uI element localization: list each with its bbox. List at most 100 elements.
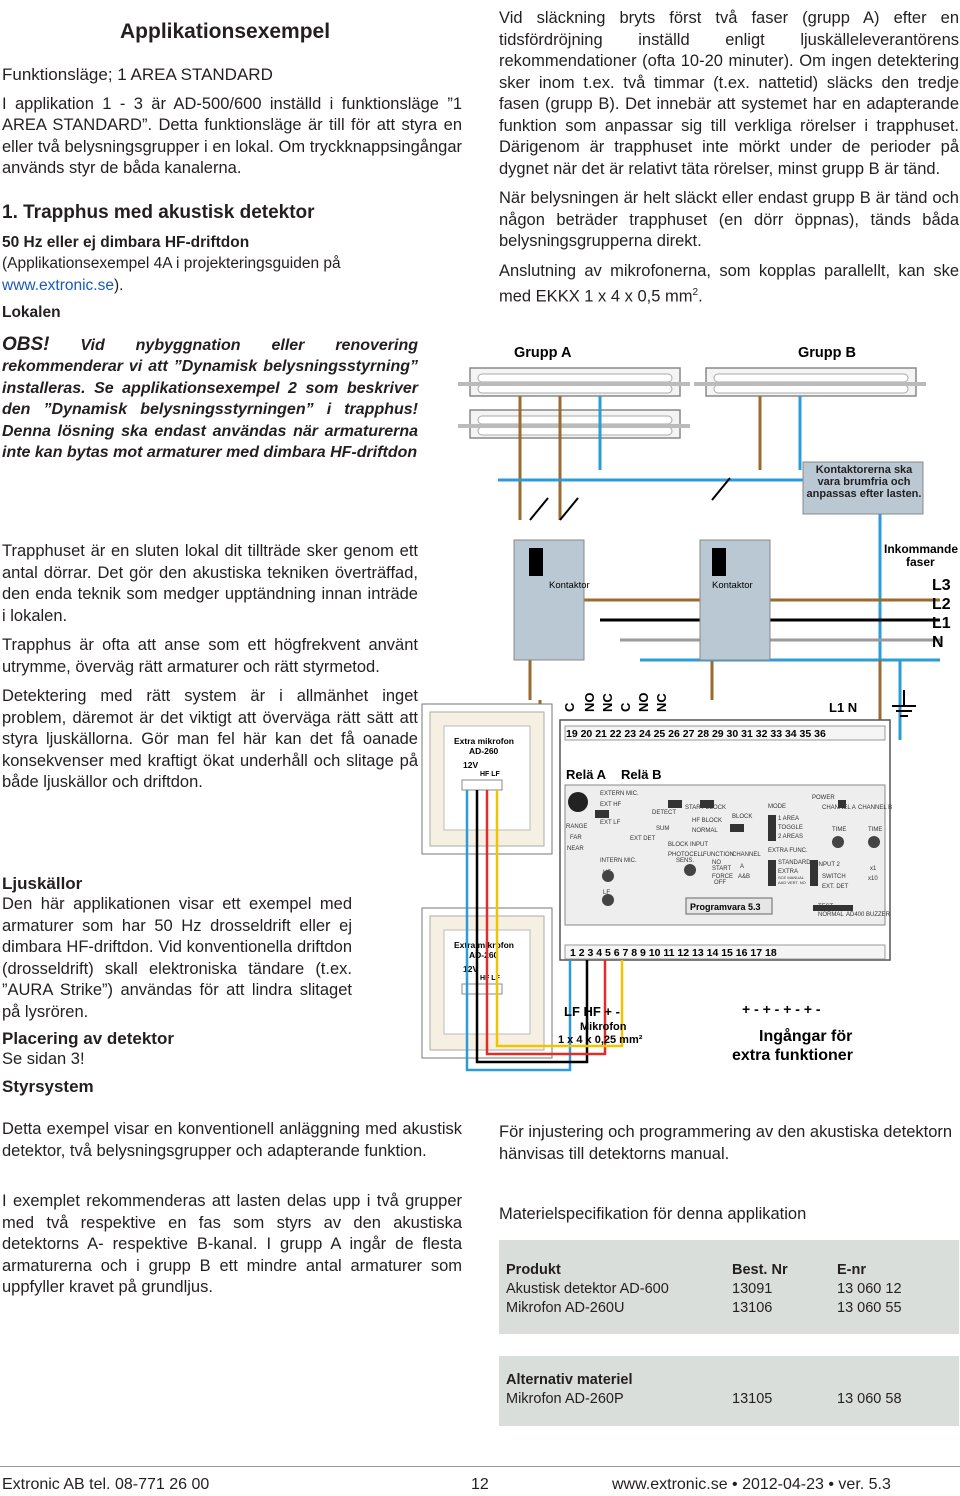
ingangar-label-2: extra funktioner	[732, 1047, 853, 1064]
pcb-potentiometers	[602, 836, 880, 906]
alternative-materiel-table: Alternativ materiel Mikrofon AD-260P 131…	[506, 1370, 902, 1408]
paragraph-trapphus-3: Detektering med rätt system är i allmänh…	[2, 687, 418, 791]
inkommande-label-2: faser	[906, 555, 935, 569]
relay-switches	[529, 477, 731, 521]
microphone-icon	[568, 792, 588, 812]
footer-page-number: 12	[471, 1476, 489, 1493]
mic-pins-label: LF HF + -	[564, 1004, 620, 1019]
kontaktor-coil-a	[529, 548, 543, 576]
alternative-materiel-box: Alternativ materiel Mikrofon AD-260P 131…	[499, 1356, 959, 1426]
footer-website-date: www.extronic.se • 2012-04-23 • ver. 5.3	[612, 1476, 891, 1493]
footer-rule	[0, 1466, 960, 1467]
pcb-extra-func: EXTRA FUNC.	[768, 848, 808, 854]
phase-n: N	[932, 634, 944, 651]
application-title: 1. Trapphus med akustisk detektor	[2, 201, 315, 223]
pcb-input2: INPUT 2	[817, 862, 841, 868]
pcb-block: BLOCK	[732, 814, 752, 820]
pcb-off: OFF	[714, 880, 726, 886]
kontaktor-note-box	[802, 461, 924, 515]
mic1-terminal-block	[461, 779, 503, 791]
pcb-1area: 1 AREA	[778, 816, 799, 822]
pcb-block-input: BLOCK INPUT	[668, 842, 708, 848]
grupp-b-label: Grupp B	[798, 345, 856, 361]
styrsystem-heading: Styrsystem	[2, 1076, 94, 1096]
pcb-far: FAR	[570, 835, 582, 841]
pcb-power: POWER	[812, 795, 835, 801]
extra-inputs-polarity: + - + - + - + -	[742, 1001, 821, 1017]
pcb-sens: SENS.	[676, 858, 694, 864]
footer-company: Extronic AB tel. 08-771 26 00	[2, 1476, 210, 1493]
extronic-link[interactable]: www.extronic.se	[2, 276, 114, 294]
pcb-detect: DETECT	[652, 810, 676, 816]
ingangar-label-1: Ingångar för	[759, 1027, 852, 1045]
phase-l2: L2	[932, 596, 951, 613]
paragraph-trapphus-1: Trapphuset är en sluten lokal dit tilltr…	[2, 542, 418, 625]
rela-label: Relä A	[566, 767, 607, 782]
mic2-title: Extra mikrofon	[454, 940, 514, 950]
wiring-diagram: Grupp A Grupp B Kontaktor Kontaktor Kont…	[421, 345, 958, 1072]
bottom-terminal-numbers: 1 2 3 4 5 6 7 8 9 10 11 12 13 14 15 16 1…	[570, 947, 777, 959]
phase-l1: L1	[932, 615, 951, 632]
pcb-x1: x1	[870, 866, 877, 872]
pcb-ad400: AD400 BUZZER	[846, 912, 891, 918]
pcb-ext-det: EXT DET	[630, 836, 656, 842]
paragraph-anslutning: Anslutning av mikrofonerna, som kopplas …	[499, 261, 959, 306]
kontaktor-label-b: Kontaktor	[712, 580, 753, 591]
intro-paragraph: I applikation 1 - 3 är AD-500/600 instäl…	[2, 94, 462, 178]
ljuskallor-heading: Ljuskällor	[2, 874, 83, 893]
pcb-dip-switches	[595, 800, 853, 911]
materiel-spec-box: Produkt Best. Nr E-nr Akustisk detektor …	[499, 1240, 959, 1334]
top-terminal-strip	[564, 725, 886, 741]
mic1-title: Extra mikrofon	[454, 736, 514, 746]
mic2-pins: HF LF	[480, 975, 501, 982]
programvara-chip	[685, 897, 773, 915]
table-row: Akustisk detektor AD-600 13091 13 060 12	[506, 1280, 902, 1297]
terminal-c-a: C	[562, 702, 577, 712]
pcb-range: RANGE	[566, 824, 587, 830]
spec-header-produkt: Produkt	[506, 1261, 561, 1278]
mic1-pins: HF LF	[480, 771, 501, 778]
bottom-terminal-strip	[564, 944, 886, 960]
pcb-channel-b: CHANNEL B	[858, 805, 892, 811]
pcb-function: FUNCTION	[703, 852, 734, 858]
mic1-model: AD-260	[469, 746, 499, 756]
mic2-model: AD-260	[469, 950, 499, 960]
luminaire-group-b	[694, 367, 926, 397]
obs-note: OBS! Vid nybyggnation eller renovering r…	[2, 333, 418, 462]
pcb-mode: MODE	[768, 804, 786, 810]
mic2-voltage: 12V	[463, 964, 478, 974]
pcb-2areas: 2 AREAS	[778, 834, 803, 840]
kontaktor-label-a: Kontaktor	[549, 580, 590, 591]
terminal-no-b: NO	[636, 693, 651, 713]
pcb-ext-lf: EXT LF	[600, 820, 621, 826]
kontaktor-box-b	[699, 539, 771, 661]
pcb-sce: SCE MANUAL	[778, 875, 805, 880]
pcb-ext-hf: EXT HF	[600, 802, 622, 808]
application-subtitle: 50 Hz eller ej dimbara HF-driftdon	[2, 233, 250, 251]
mic-cables	[465, 790, 624, 1072]
page-title: Applikationsexempel	[120, 20, 331, 43]
pcb-ab: A&B	[738, 874, 750, 880]
spec-header-e-nr: E-nr	[837, 1261, 866, 1278]
pcb-toggle: TOGGLE	[778, 825, 803, 831]
pcb-channel: CHANNEL	[732, 852, 761, 858]
table-row: Mikrofon AD-260U 13106 13 060 55	[506, 1299, 902, 1316]
pcb-time-b: TIME	[868, 827, 882, 833]
section-title: Funktionsläge; 1 AREA STANDARD	[2, 65, 273, 84]
ground-icon	[892, 690, 916, 717]
pcb-sum: SUM	[656, 826, 669, 832]
pcb-switch: SWITCH	[822, 874, 846, 880]
paragraph-slackning: Vid släckning bryts först två faser (gru…	[499, 9, 959, 178]
extra-microphone-1: Extra mikrofon AD-260 12V HF LF	[421, 703, 553, 855]
pcb-x10: x10	[868, 876, 878, 882]
pcb-no: NO	[712, 860, 721, 866]
pcb-hf-block: HF BLOCK	[692, 818, 722, 824]
pcb-aad: AAD VERT. NO	[778, 880, 806, 885]
mic1-voltage: 12V	[463, 760, 478, 770]
inkommande-label-1: Inkommande	[884, 542, 958, 556]
pcb-lf: LF	[603, 890, 610, 896]
pcb-extdet: EXT. DET	[822, 884, 849, 890]
lokalen-heading: Lokalen	[2, 304, 61, 321]
pcb-extern: EXTERN MIC.	[600, 791, 639, 797]
mikrofon-label: Mikrofon	[580, 1021, 627, 1033]
